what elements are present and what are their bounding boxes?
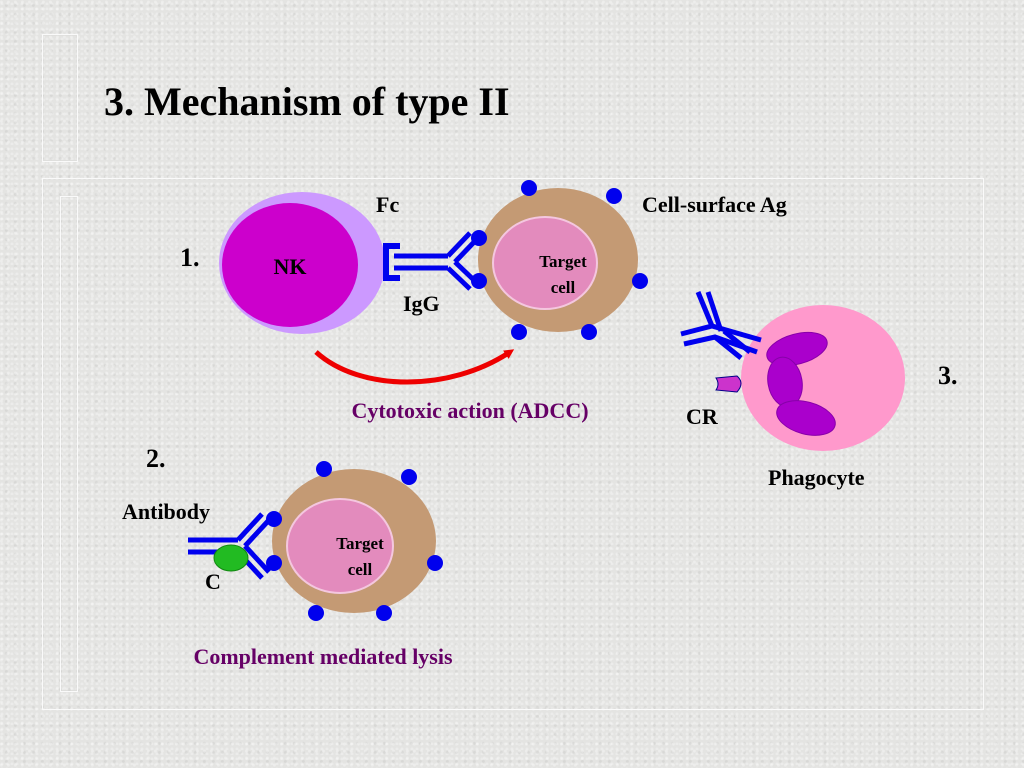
complement-label: C [205,569,221,594]
fc-label: Fc [376,192,399,217]
target-cell-2-inner [286,498,394,594]
cr-label: CR [686,404,719,429]
target-cell-1-inner [492,216,598,310]
decorative-frame-main [42,178,984,710]
complement-component-shape [213,544,249,572]
cell-surface-antigens-1 [471,180,648,340]
adcc-arrow [314,349,515,385]
antigen-dot [521,180,537,196]
antigen-dot [427,555,443,571]
antigen-dot [401,469,417,485]
panel-1-adcc: 1. NK Fc IgG Target cell [180,180,787,423]
antigen-dot [632,273,648,289]
antigen-dot [316,461,332,477]
panel-1-number: 1. [180,243,200,272]
antibody-label: Antibody [122,499,210,524]
igg-label: IgG [403,291,440,316]
nk-label: NK [274,254,307,279]
target-cell-2-label-line2: cell [348,560,373,579]
nucleus-lobe [776,400,836,436]
panel-3-phagocytosis: 3. CR Phagocyte [680,291,958,490]
antigen-dot [511,324,527,340]
cell-surface-ag-label: Cell-surface Ag [642,192,787,217]
complement-receptor-shape [715,375,742,393]
slide-title: 3. Mechanism of type II [104,79,510,124]
decorative-frame-top-left [42,34,78,162]
antigen-dot [266,555,282,571]
nk-cell-body [222,203,358,327]
antigen-dot [606,188,622,204]
panel-2-complement: 2. Antibody C Target cell Complement med… [122,444,453,669]
adcc-action-label: Cytotoxic action (ADCC) [351,398,588,423]
phagocyte-label: Phagocyte [768,465,865,490]
fc-receptor-shape [383,243,400,281]
phagocyte-nucleus [766,331,836,436]
target-cell-1-label-line1: Target [539,252,587,271]
complement-action-label: Complement mediated lysis [193,644,453,669]
target-cell-1-label-line2: cell [551,278,576,297]
target-cell-1: Target cell [478,188,638,332]
panel-2-number: 2. [146,444,166,473]
igg-antibody-shape [394,231,479,291]
antigen-dot [471,273,487,289]
antigen-dot [471,230,487,246]
nk-cell: NK [219,192,385,334]
decorative-frame-left [60,196,78,692]
antigen-dot [308,605,324,621]
panel-3-number: 3. [938,361,958,390]
target-cell-2-label-line1: Target [336,534,384,553]
phagocyte-antibody-shape [680,291,762,360]
antigen-dot [266,511,282,527]
antigen-dot [581,324,597,340]
antigen-dot [376,605,392,621]
cell-surface-antigens-2 [266,461,443,621]
phagocyte-cell [741,305,905,451]
target-cell-2: Target cell [272,469,436,613]
